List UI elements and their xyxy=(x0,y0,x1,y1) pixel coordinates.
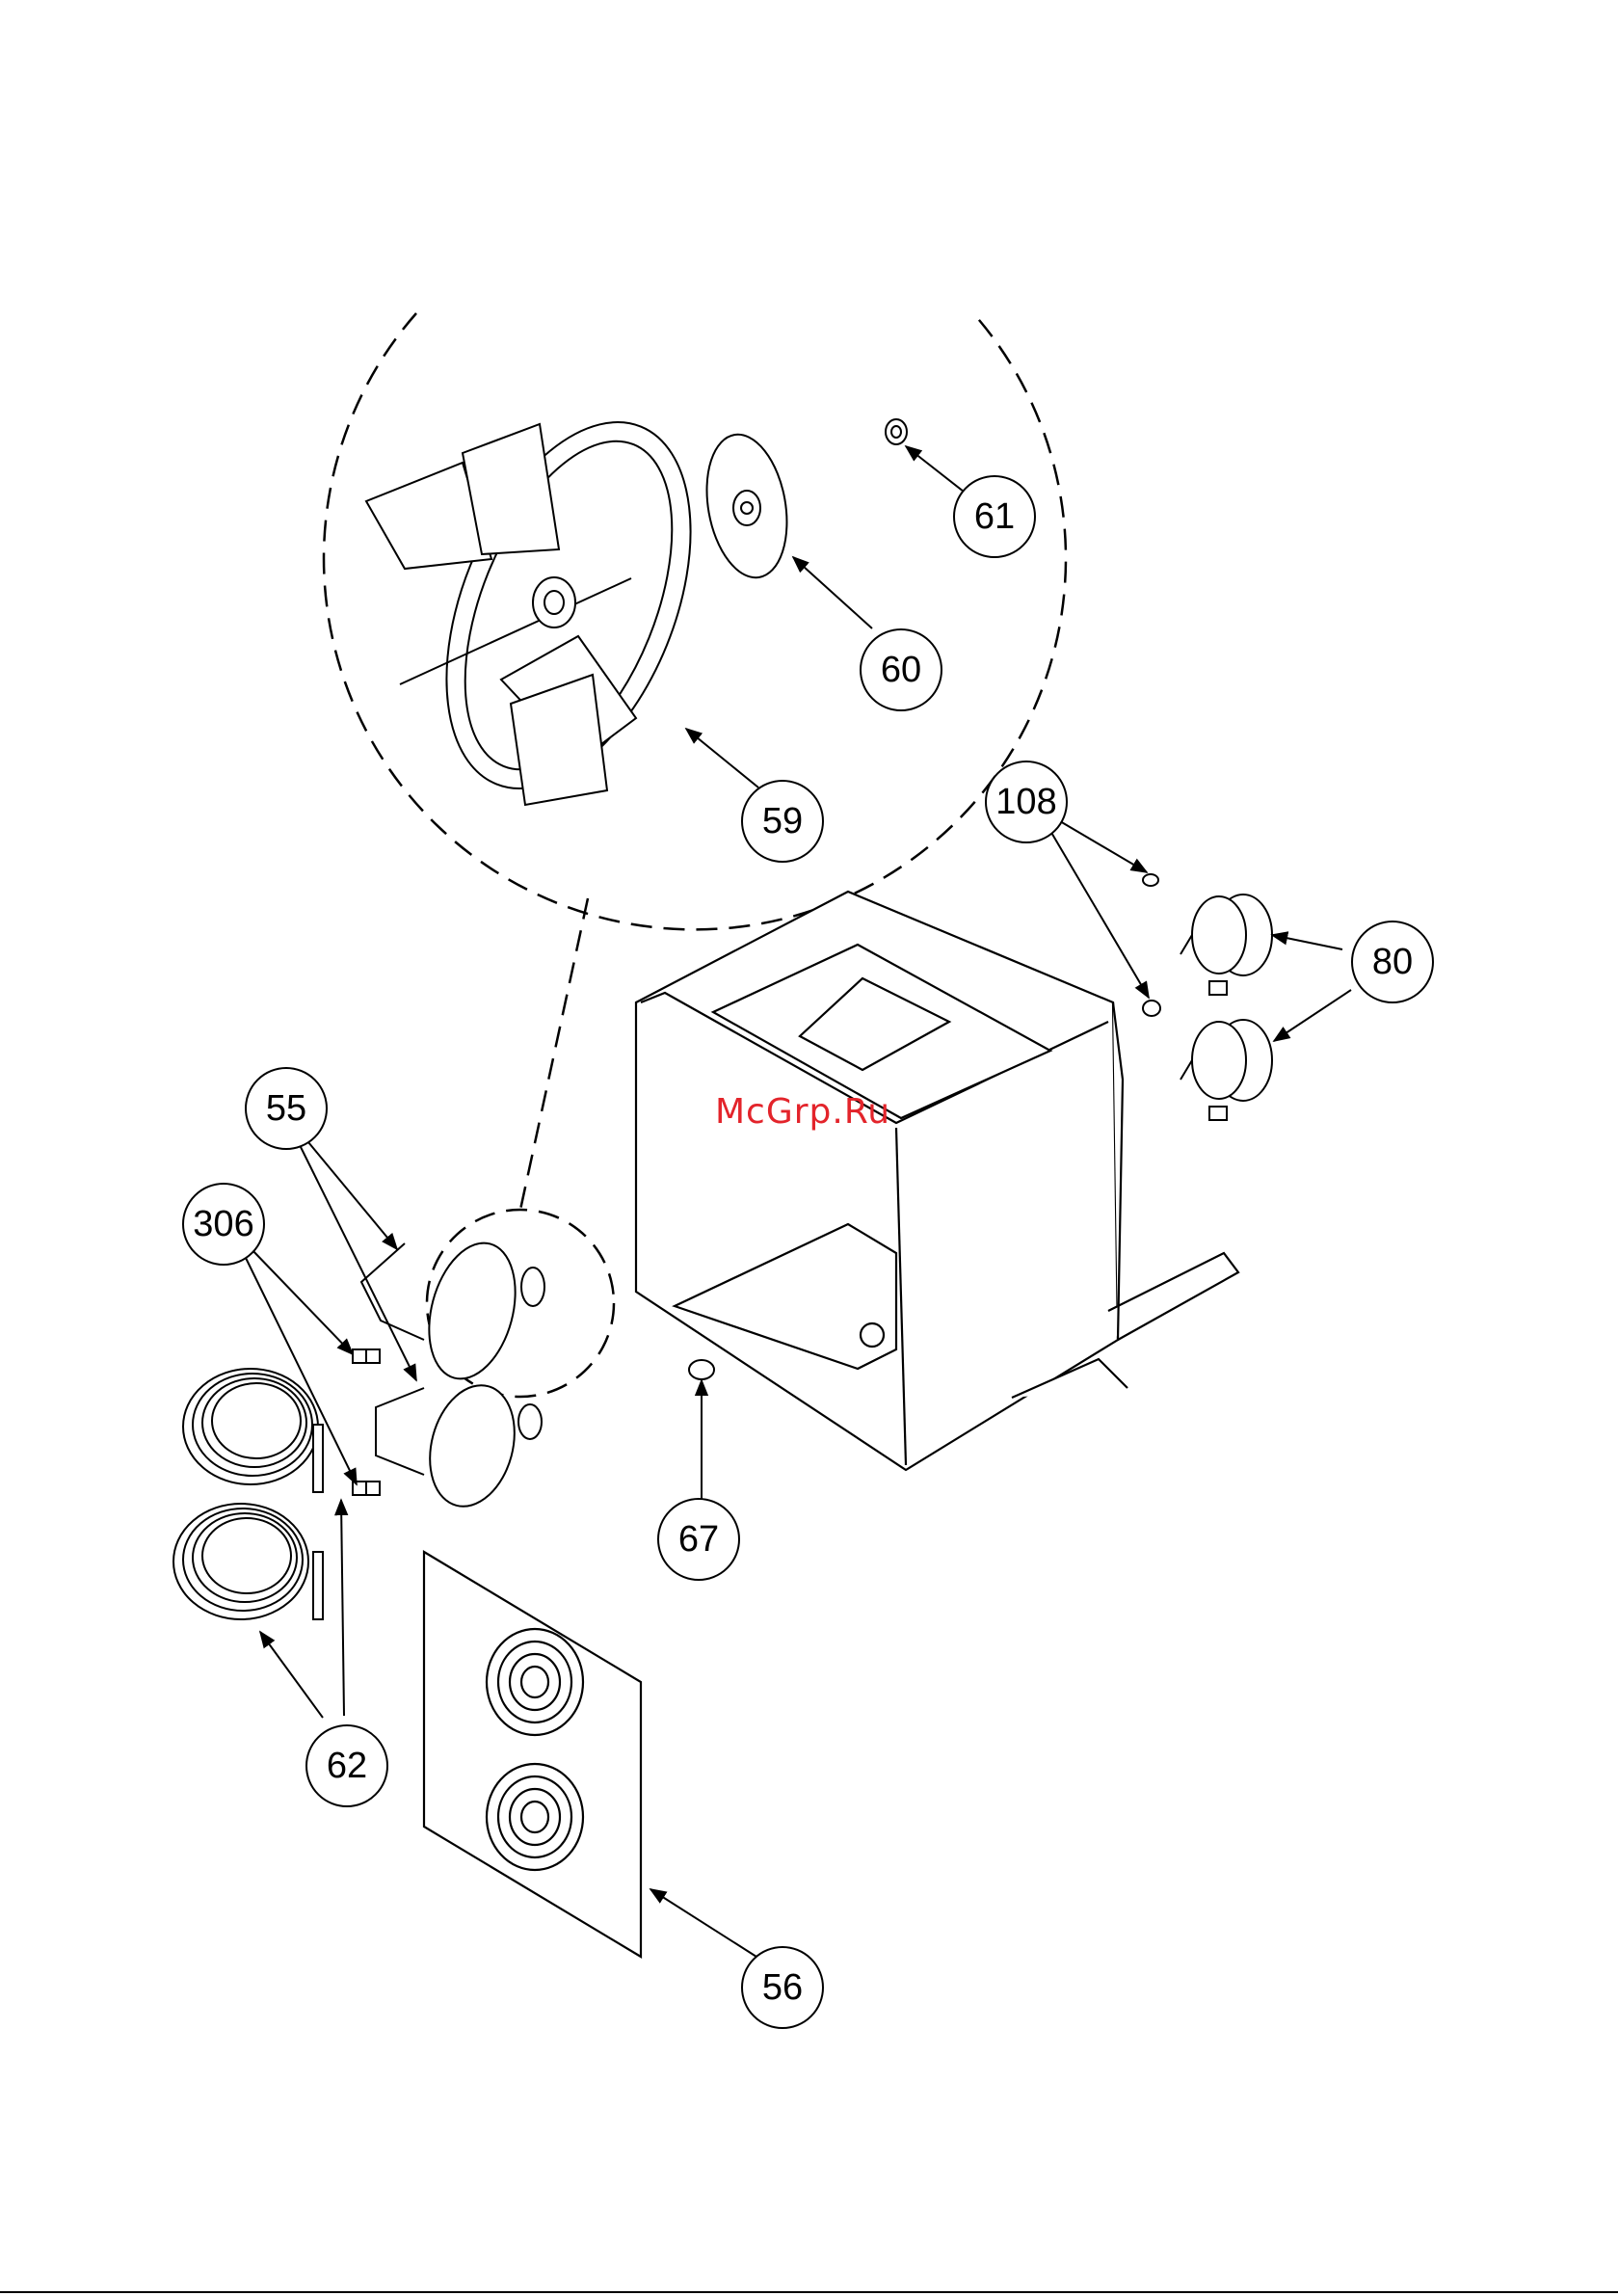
svg-text:60: 60 xyxy=(881,650,921,690)
svg-text:56: 56 xyxy=(762,1967,803,2008)
callout-60: 60 xyxy=(861,629,942,710)
svg-text:108: 108 xyxy=(995,782,1056,822)
heating-elements xyxy=(173,1369,323,1619)
motor-upper xyxy=(1180,894,1272,995)
oven-cavity xyxy=(636,892,1238,1470)
fan-wheel-detail xyxy=(366,387,739,823)
callout-80: 80 xyxy=(1352,921,1433,1002)
callout-59: 59 xyxy=(742,781,823,862)
fan-guard-panel xyxy=(424,1552,641,1957)
svg-text:61: 61 xyxy=(974,496,1015,537)
motor-lower xyxy=(1180,1020,1272,1120)
small-fans xyxy=(361,1234,544,1516)
callout-62: 62 xyxy=(306,1725,387,1806)
callout-55: 55 xyxy=(246,1068,327,1149)
svg-text:80: 80 xyxy=(1372,942,1413,982)
callout-108: 108 xyxy=(986,761,1067,842)
callout-306: 306 xyxy=(183,1184,264,1265)
drain-part xyxy=(689,1360,714,1379)
svg-text:59: 59 xyxy=(762,801,803,841)
svg-text:306: 306 xyxy=(193,1204,253,1244)
hub-plate xyxy=(697,428,798,584)
callout-61: 61 xyxy=(954,476,1035,557)
callout-56: 56 xyxy=(742,1947,823,2028)
svg-text:67: 67 xyxy=(678,1519,719,1560)
svg-text:62: 62 xyxy=(327,1746,367,1786)
svg-text:55: 55 xyxy=(266,1088,306,1129)
watermark-text: McGrp.Ru xyxy=(715,1092,890,1132)
screws-108 xyxy=(1143,874,1160,1016)
nut-part xyxy=(886,419,907,444)
callout-67: 67 xyxy=(658,1499,739,1580)
